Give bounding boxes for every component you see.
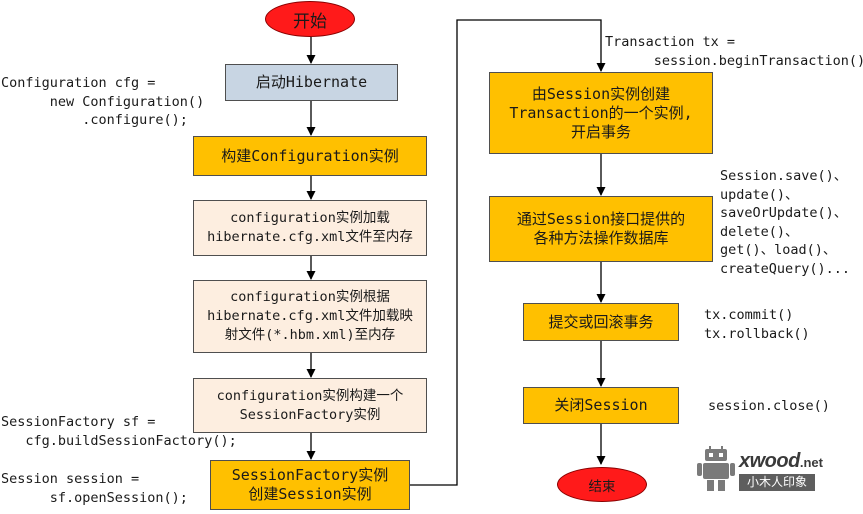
- create-session-box: SessionFactory实例 创建Session实例: [210, 460, 410, 510]
- close-session-label: 关闭Session: [554, 396, 648, 414]
- load-mapping-box: configuration实例根据 hibernate.cfg.xml文件加载映…: [193, 280, 427, 353]
- build-session-factory-label: configuration实例构建一个 SessionFactory实例: [216, 387, 404, 423]
- commit-rollback-label: 提交或回滚事务: [548, 312, 654, 331]
- start-hibernate-box: 启动Hibernate: [225, 64, 398, 101]
- create-session-label: SessionFactory实例 创建Session实例: [231, 466, 389, 503]
- build-configuration-label: 构建Configuration实例: [221, 146, 399, 165]
- operate-database-label: 通过Session接口提供的 各种方法操作数据库: [516, 210, 686, 247]
- transaction-code: Transaction tx = session.beginTransactio…: [605, 34, 863, 69]
- create-transaction-box: 由Session实例创建 Transaction的一个实例, 开启事务: [489, 72, 713, 154]
- operate-database-box: 通过Session接口提供的 各种方法操作数据库: [489, 196, 713, 262]
- commit-rollback-box: 提交或回滚事务: [523, 303, 679, 341]
- create-transaction-label: 由Session实例创建 Transaction的一个实例, 开启事务: [509, 84, 693, 141]
- watermark: xwood.net 小木人印象: [696, 446, 861, 494]
- robot-icon: [697, 446, 735, 491]
- watermark-suffix: .net: [799, 455, 823, 470]
- commit-rollback-code: tx.commit() tx.rollback(): [704, 307, 810, 342]
- start-terminal: 开始: [265, 1, 355, 37]
- arrow-session-to-transaction: [410, 19, 606, 486]
- open-session-code: Session session = sf.openSession();: [1, 471, 188, 506]
- watermark-subtitle: 小木人印象: [739, 474, 815, 491]
- session-factory-code: SessionFactory sf = cfg.buildSessionFact…: [1, 414, 237, 449]
- start-label: 开始: [293, 11, 327, 32]
- build-session-factory-box: configuration实例构建一个 SessionFactory实例: [193, 378, 427, 433]
- configuration-code: Configuration cfg = new Configuration() …: [1, 75, 205, 129]
- watermark-brand: xwood: [739, 450, 800, 472]
- close-session-box: 关闭Session: [523, 387, 679, 424]
- load-cfg-xml-label: configuration实例加载 hibernate.cfg.xml文件至内存: [207, 210, 413, 245]
- end-label: 结束: [588, 478, 616, 495]
- end-terminal: 结束: [557, 467, 647, 502]
- start-hibernate-label: 启动Hibernate: [255, 73, 368, 91]
- build-configuration-box: 构建Configuration实例: [193, 136, 427, 176]
- load-mapping-label: configuration实例根据 hibernate.cfg.xml文件加载映…: [207, 289, 413, 343]
- session-methods-code: Session.save()、 update()、 saveOrUpdate()…: [720, 168, 851, 277]
- load-cfg-xml-box: configuration实例加载 hibernate.cfg.xml文件至内存: [193, 200, 427, 256]
- close-code: session.close(): [708, 398, 830, 414]
